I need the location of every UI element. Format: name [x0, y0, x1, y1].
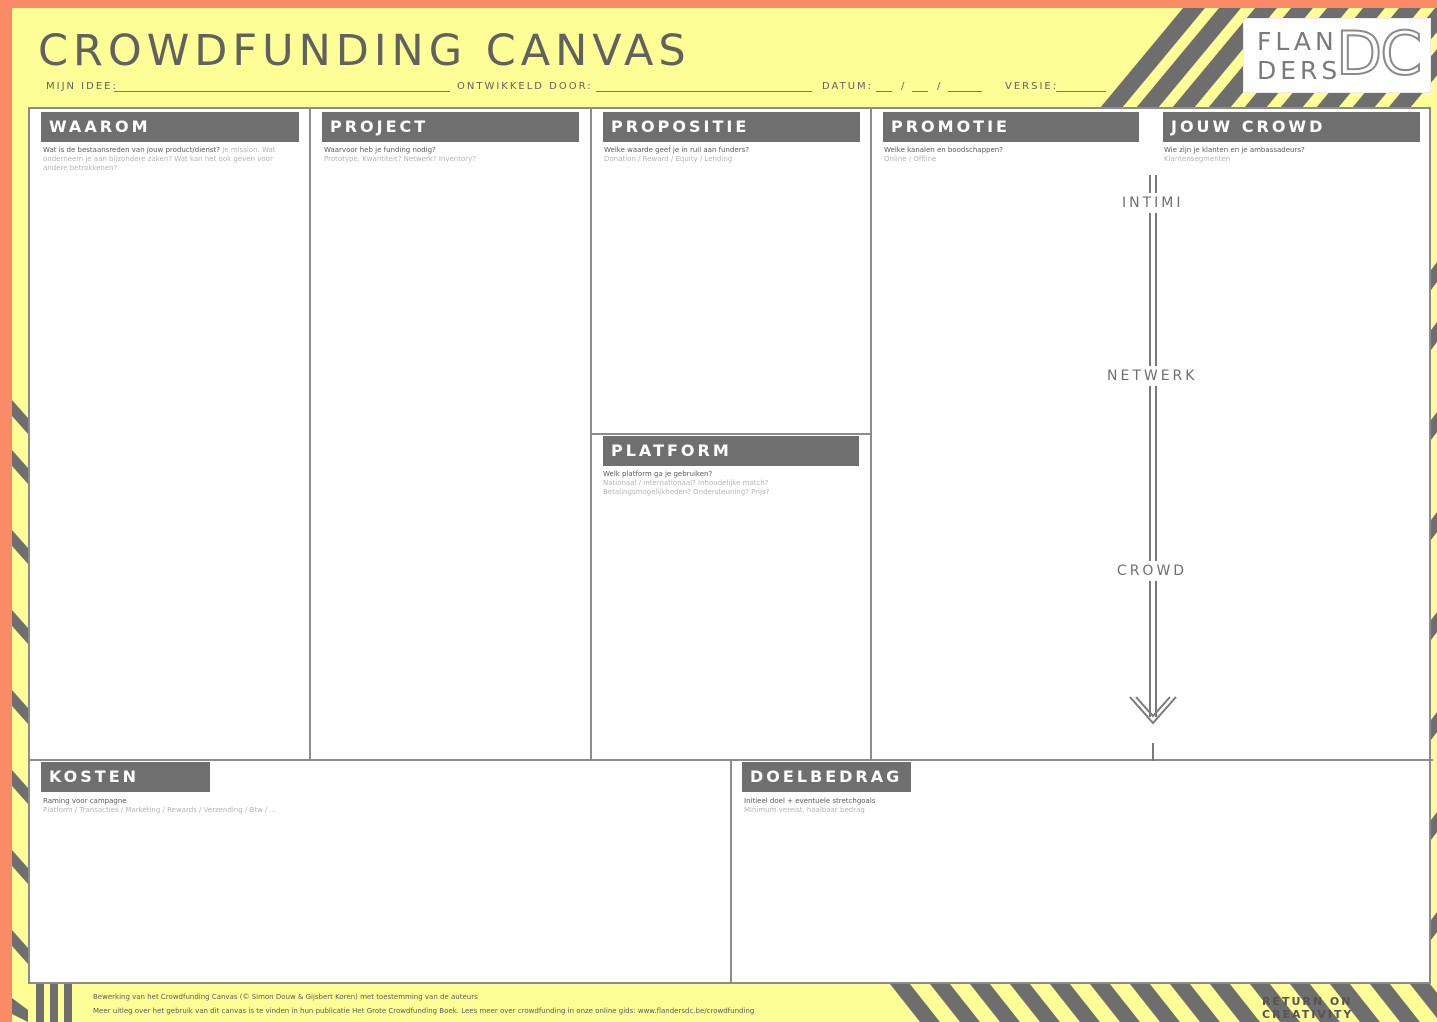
divider	[870, 109, 872, 761]
section-header: PROMOTIE	[883, 112, 1139, 142]
date-month-field[interactable]	[912, 91, 928, 92]
section-header: DOELBEDRAG	[742, 762, 911, 792]
hint-text: Online / Offline	[884, 155, 937, 163]
hint-text: Nationaal / internationaal? Inhoudelijke…	[603, 479, 770, 496]
date-year-field[interactable]	[948, 91, 982, 92]
section-header: PROJECT	[322, 112, 579, 142]
crowd-level-label: INTIMI	[1119, 193, 1185, 213]
version-field[interactable]	[1056, 91, 1106, 92]
hint-text: Donation / Reward / Equity / Lending	[604, 155, 733, 163]
section-header: JOUW CROWD	[1163, 112, 1420, 142]
logo-mark: DC	[1335, 18, 1423, 90]
question-text: Initieel doel + eventuele stretchgoals	[744, 797, 876, 805]
section-question: Wat is de bestaansreden van jouw product…	[43, 146, 298, 173]
divider	[590, 109, 592, 761]
date-separator: /	[901, 81, 907, 92]
divider	[591, 433, 871, 435]
flanders-dc-logo: FLAN DERS DC	[1243, 18, 1431, 93]
question-text: Waarvoor heb je funding nodig?	[324, 146, 436, 154]
divider	[730, 760, 732, 984]
left-accent-edge	[0, 0, 12, 1022]
section-header: PROPOSITIE	[603, 112, 860, 142]
question-text: Welk platform ga je gebruiken?	[603, 470, 713, 478]
developer-field[interactable]	[596, 91, 812, 92]
divider	[309, 109, 311, 761]
logo-line1: FLAN	[1257, 27, 1338, 56]
developer-label: ONTWIKKELD DOOR:	[457, 81, 593, 92]
crowd-level-label: CROWD	[1112, 561, 1192, 581]
crowd-arrow	[1129, 175, 1177, 761]
version-label: VERSIE:	[1005, 81, 1059, 92]
question-text: Wie zijn je klanten en je ambassadeurs?	[1164, 146, 1305, 154]
hint-text: Klantensegmenten	[1164, 155, 1231, 163]
date-label: DATUM:	[822, 81, 874, 92]
footer-info: Meer uitleg over het gebruik van dit can…	[93, 1007, 755, 1015]
page-title: CROWDFUNDING CANVAS	[38, 26, 691, 76]
date-day-field[interactable]	[876, 91, 892, 92]
section-header: PLATFORM	[603, 436, 859, 466]
crowd-level-label: NETWERK	[1104, 366, 1198, 386]
top-accent-edge	[0, 0, 1437, 8]
hint-text: Prototype, Kwantiteit? Netwerk? Inventor…	[324, 155, 476, 163]
date-separator: /	[937, 81, 943, 92]
tagline: RETURN ON CREATIVITY	[1262, 995, 1354, 1021]
footer-credit: Bewerking van het Crowdfunding Canvas (©…	[93, 993, 478, 1001]
question-text: Welke waarde geef je in ruil aan funders…	[604, 146, 749, 154]
canvas-board: WAAROM Wat is de bestaansreden van jouw …	[28, 107, 1433, 984]
hint-text: Minimum vereist, haalbaar bedrag	[744, 806, 865, 814]
section-header: KOSTEN	[41, 762, 210, 792]
logo-line2: DERS	[1257, 56, 1342, 85]
section-header: WAAROM	[41, 112, 299, 142]
question-text: Welke kanalen en boodschappen?	[884, 146, 1003, 154]
question-text: Raming voor campagne	[43, 797, 127, 805]
hint-text: Platform / Transacties / Marketing / Rew…	[43, 806, 277, 814]
question-text: Wat is de bestaansreden van jouw product…	[43, 146, 220, 154]
hint-text: Je mission. Wat onderneem je aan bijzond…	[43, 146, 276, 172]
idea-field[interactable]	[114, 91, 450, 92]
idea-label: MIJN IDEE:	[46, 81, 118, 92]
